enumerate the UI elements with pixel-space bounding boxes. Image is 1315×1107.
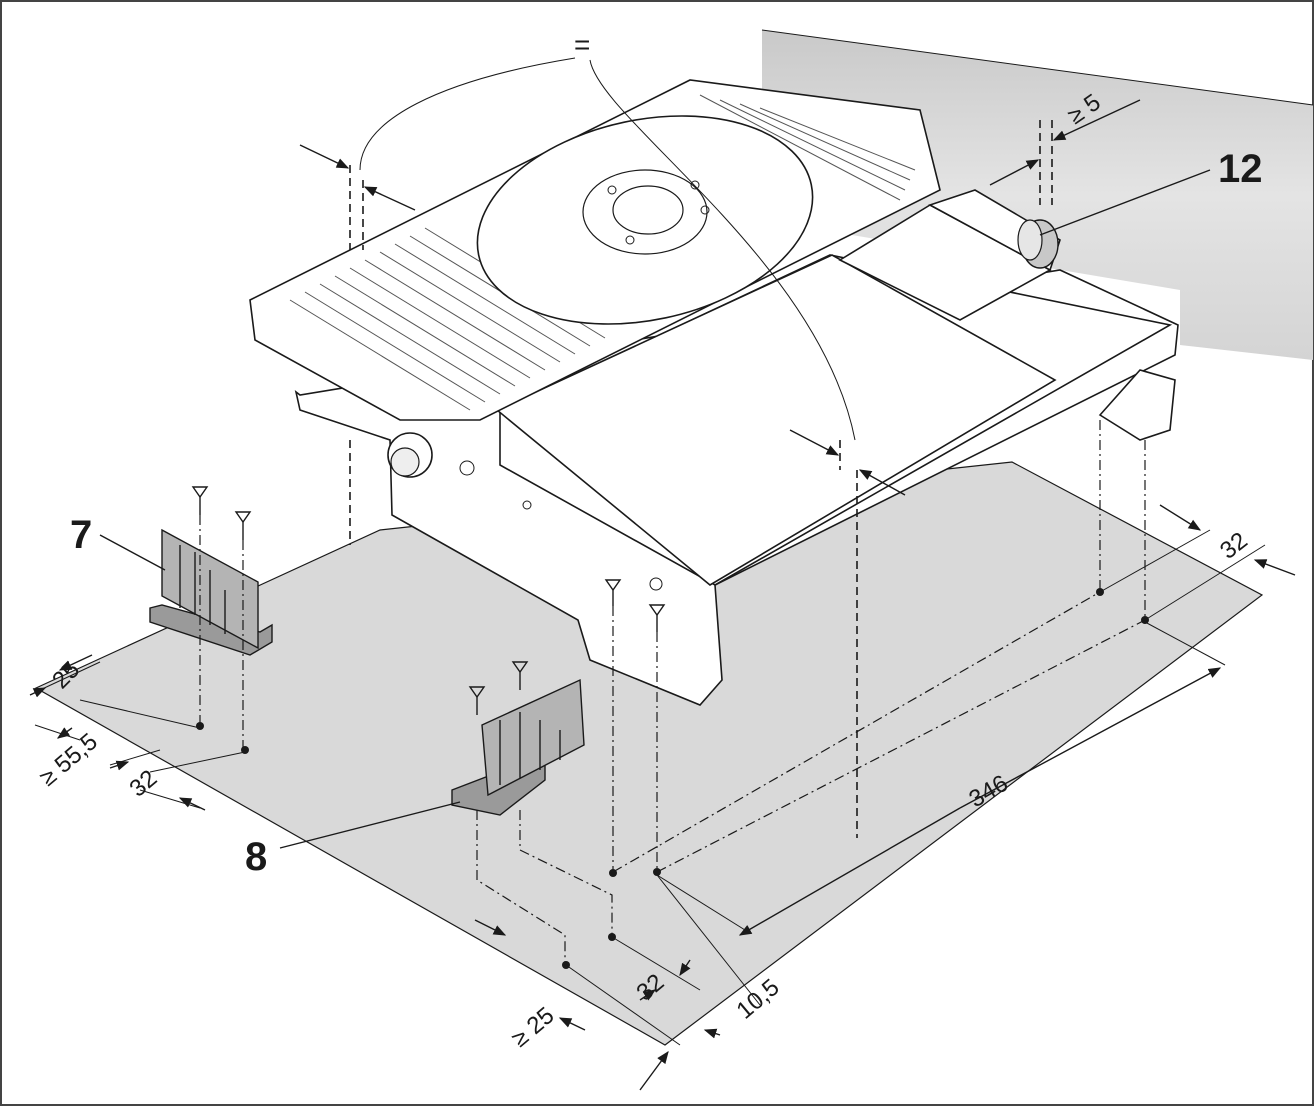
equal-sign-label: = xyxy=(574,29,590,60)
bracket-8 xyxy=(451,678,585,816)
dim-back-right-32: 32 xyxy=(1215,527,1253,565)
dim-front-25: ≥ 25 xyxy=(507,1002,560,1053)
screws xyxy=(191,486,666,715)
dimension-lines xyxy=(29,99,1296,1091)
table-ribs xyxy=(289,94,916,411)
callout-7: 7 xyxy=(70,513,92,557)
slicer-machine xyxy=(249,79,1179,706)
dim-left-55-5: ≥ 55,5 xyxy=(35,728,103,791)
mounting-holes xyxy=(196,588,1149,969)
callout-12: 12 xyxy=(1218,147,1263,191)
callout-8: 8 xyxy=(245,835,267,879)
bracket-7 xyxy=(149,528,273,656)
